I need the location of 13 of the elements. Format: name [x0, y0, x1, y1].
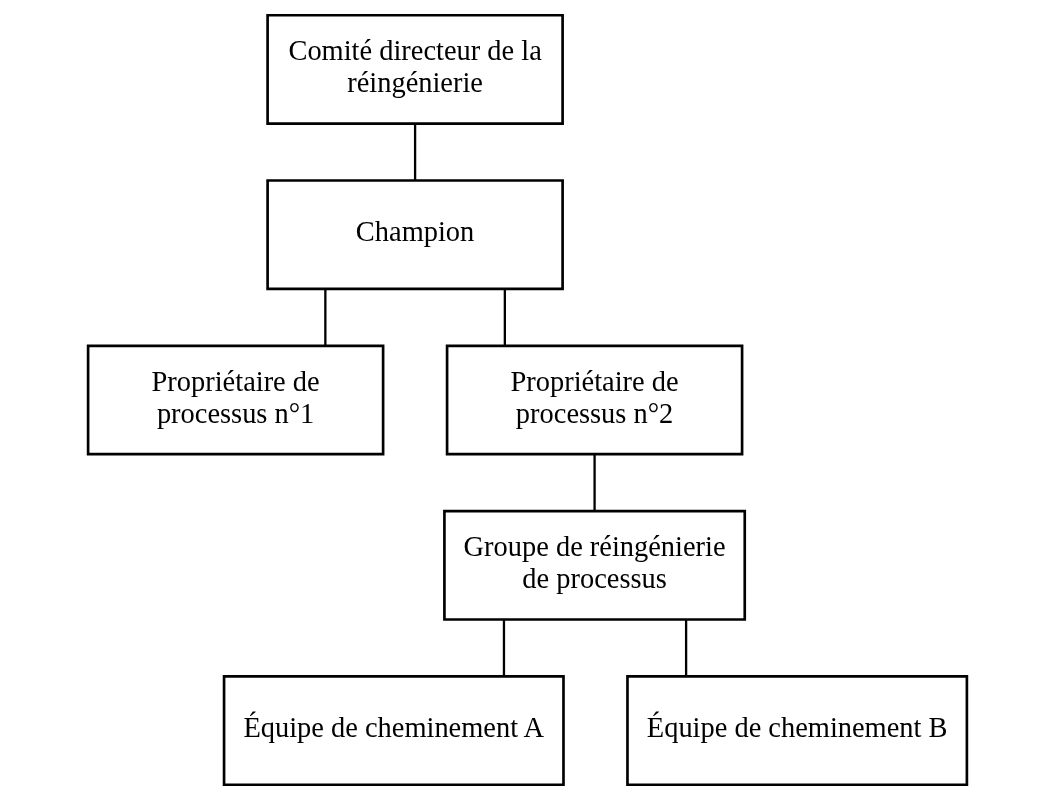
node-box: Propriétaire de processus n°2: [445, 344, 744, 456]
connector: [413, 124, 417, 181]
connector: [684, 619, 688, 676]
connector: [503, 289, 506, 346]
node-box: Champion: [266, 179, 564, 291]
node-box: Comité directeur de la réingénierie: [266, 13, 564, 125]
connector: [502, 619, 506, 676]
node-box: Propriétaire de processus n°1: [86, 344, 385, 456]
node-box: Équipe de cheminement B: [626, 675, 969, 787]
node-box: Groupe de réingénierie de processus: [443, 509, 747, 621]
connector: [593, 454, 596, 511]
node-box: Équipe de cheminement A: [222, 675, 565, 787]
connector: [324, 289, 327, 346]
